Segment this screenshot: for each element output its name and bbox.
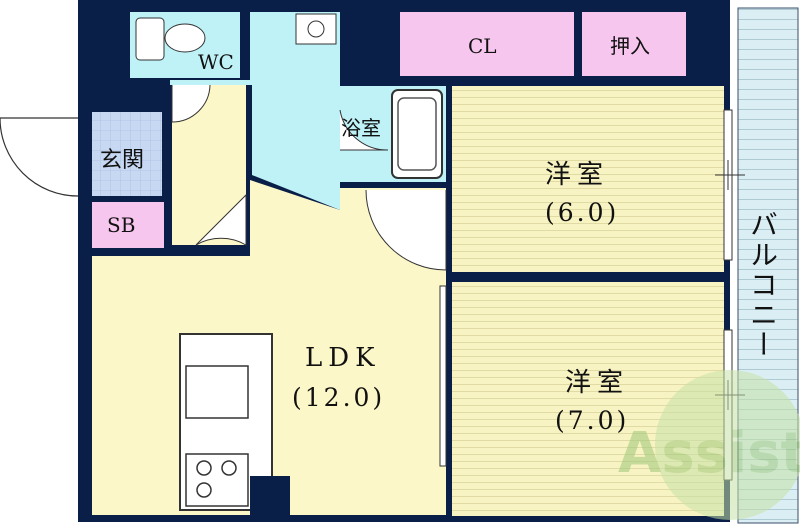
shoe-box-label: SB bbox=[107, 213, 136, 237]
hallway bbox=[172, 85, 246, 245]
closet-cl-label: CL bbox=[468, 34, 497, 58]
hall-door bbox=[171, 84, 211, 123]
western-room-1-floor bbox=[452, 86, 724, 272]
watermark-logo: Assist bbox=[618, 370, 800, 520]
western-room-2-size: (7.0) bbox=[555, 406, 630, 435]
shoe-box bbox=[92, 202, 164, 248]
ldk-size: (12.0) bbox=[292, 383, 386, 412]
balcony-label: バルコニー bbox=[746, 210, 779, 360]
entrance-tile bbox=[92, 112, 162, 196]
closet-cl bbox=[400, 12, 574, 76]
svg-text:Assist: Assist bbox=[618, 421, 800, 486]
bathtub bbox=[391, 89, 443, 179]
oshiire-label: 押入 bbox=[610, 34, 650, 58]
entrance-door bbox=[0, 117, 79, 197]
entrance-label: 玄関 bbox=[100, 148, 145, 173]
bath-door bbox=[339, 109, 389, 151]
closet-oshiire bbox=[582, 12, 686, 76]
ldk-name: LDK bbox=[305, 343, 381, 373]
room1-door bbox=[365, 189, 447, 271]
bath-label: 浴室 bbox=[341, 116, 381, 140]
western-room-2-name: 洋室 bbox=[565, 368, 630, 398]
western-room-1-size: (6.0) bbox=[545, 198, 620, 227]
ldk-door-1 bbox=[195, 193, 247, 246]
wc-label: WC bbox=[198, 50, 234, 74]
western-room-1-name: 洋室 bbox=[545, 160, 610, 190]
washroom bbox=[170, 12, 340, 210]
